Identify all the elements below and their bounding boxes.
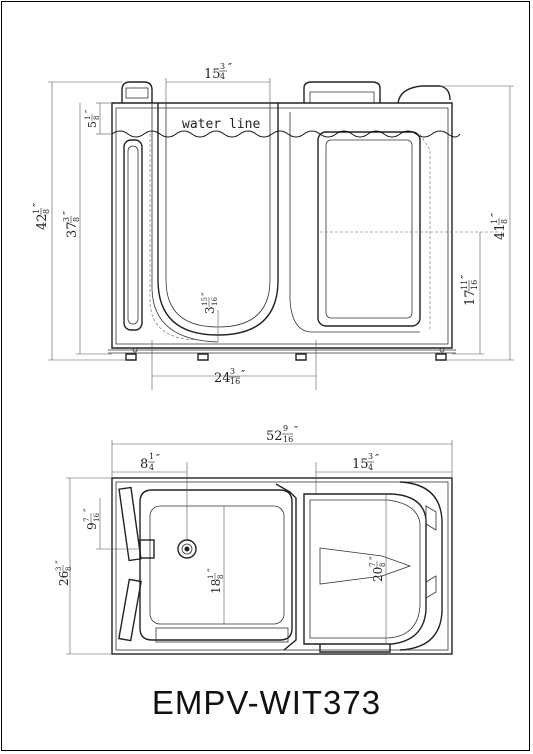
svg-text:18: 18 [209, 579, 223, 594]
svg-text:8: 8 [42, 209, 51, 214]
svg-text:41: 41 [493, 223, 508, 240]
svg-text:16: 16 [230, 377, 240, 386]
svg-text:″: ″ [489, 213, 502, 217]
svg-text:1: 1 [149, 452, 154, 461]
model-number: EMPV-WIT373 [151, 684, 382, 721]
seat-area [303, 493, 427, 645]
door-hinge-panel [123, 139, 143, 331]
svg-text:15: 15 [201, 297, 209, 306]
svg-text:11: 11 [460, 280, 469, 290]
svg-text:16: 16 [283, 435, 293, 444]
dim-drain-offset: 8 1 4 ″ [140, 452, 160, 472]
svg-text:″: ″ [201, 292, 212, 296]
svg-text:″: ″ [55, 560, 66, 564]
svg-text:3: 3 [368, 452, 373, 461]
top-headrest [399, 481, 443, 651]
svg-text:8: 8 [500, 219, 509, 224]
svg-text:″: ″ [61, 211, 74, 215]
front-dimension-lines [48, 78, 514, 390]
svg-text:4: 4 [149, 463, 154, 472]
svg-text:8: 8 [93, 116, 101, 120]
dim-seat-width: 20 7 8 ″ [369, 556, 387, 582]
svg-text:″: ″ [156, 452, 160, 465]
svg-text:16: 16 [211, 297, 219, 306]
left-grab-bar-upper [118, 486, 142, 562]
svg-text:37: 37 [65, 221, 80, 238]
svg-text:7: 7 [83, 518, 91, 522]
svg-text:″: ″ [31, 203, 44, 207]
svg-text:9: 9 [85, 522, 99, 530]
svg-text:17: 17 [463, 289, 478, 306]
svg-text:42: 42 [35, 213, 50, 230]
top-dimension-lines [66, 440, 453, 655]
svg-text:9: 9 [283, 424, 288, 433]
dim-footwell-width: 18 1 8 ″ [207, 568, 225, 594]
svg-text:3: 3 [230, 367, 235, 376]
dim-top-rim: 5 1 8 ″ [84, 109, 101, 128]
svg-text:″: ″ [241, 368, 245, 381]
svg-text:8: 8 [379, 563, 387, 567]
svg-text:15: 15 [204, 67, 221, 82]
top-view [111, 477, 453, 655]
dim-overall-length: 52 9 16 ″ [266, 424, 298, 444]
water-line-wave [111, 130, 461, 138]
front-view [108, 81, 500, 361]
svg-text:1: 1 [84, 116, 92, 120]
dim-rim-height: 41 1 8 ″ [489, 213, 509, 240]
svg-text:15: 15 [352, 457, 369, 472]
faucet-knob [121, 81, 153, 103]
dim-door-width: 15 3 4 ″ [204, 61, 232, 82]
svg-text:24: 24 [214, 371, 231, 386]
dim-seat-depth: 15 3 4 ″ [352, 452, 379, 472]
water-line-label: water line [182, 117, 260, 132]
dimension-labels: 15 3 4 ″ water line 5 1 8 ″ 42 1 8 ″ 37 … [31, 61, 509, 594]
seat-panel [317, 131, 421, 327]
svg-text:3: 3 [55, 567, 63, 571]
grab-bar [303, 81, 381, 103]
svg-text:52: 52 [266, 429, 283, 444]
svg-text:3: 3 [62, 217, 71, 222]
svg-text:″: ″ [459, 275, 472, 279]
left-grab-bar-lower [118, 578, 142, 642]
svg-text:1: 1 [490, 219, 499, 224]
svg-text:8: 8 [72, 217, 81, 222]
svg-text:″: ″ [228, 61, 232, 74]
svg-text:1: 1 [207, 575, 215, 579]
seat-contour [319, 547, 412, 585]
svg-text:″: ″ [294, 424, 298, 437]
svg-text:″: ″ [375, 452, 379, 465]
tub-body-outline [111, 102, 453, 349]
svg-text:26: 26 [57, 571, 71, 586]
svg-text:7: 7 [369, 563, 377, 567]
dim-step-in: 3 15 16 ″ [201, 292, 219, 314]
svg-text:1: 1 [32, 209, 41, 214]
svg-text:8: 8 [140, 457, 148, 472]
svg-text:5: 5 [86, 121, 99, 128]
svg-text:″: ″ [85, 109, 95, 113]
dim-base-width: 24 3 16 ″ [214, 367, 245, 386]
dim-total-height: 42 1 8 ″ [31, 203, 51, 230]
svg-text:8: 8 [65, 567, 73, 571]
dim-drain-side: 9 7 16 ″ [83, 508, 101, 530]
svg-text:16: 16 [470, 280, 479, 290]
dim-overall-width: 26 3 8 ″ [55, 560, 73, 586]
svg-text:″: ″ [369, 556, 380, 560]
svg-text:3: 3 [220, 62, 225, 71]
dim-overflow-height: 37 3 8 ″ [61, 211, 81, 238]
tub-top-outline [111, 477, 453, 655]
svg-text:″: ″ [207, 568, 218, 572]
svg-text:″: ″ [83, 508, 94, 512]
dim-seat-height: 17 11 16 ″ [459, 275, 479, 306]
headrest [397, 85, 451, 104]
svg-text:20: 20 [371, 567, 385, 582]
svg-text:16: 16 [93, 513, 101, 522]
svg-text:8: 8 [217, 575, 225, 579]
footwell-basin [139, 489, 293, 641]
svg-text:3: 3 [203, 306, 217, 314]
svg-text:4: 4 [220, 72, 225, 81]
svg-text:4: 4 [368, 463, 373, 472]
